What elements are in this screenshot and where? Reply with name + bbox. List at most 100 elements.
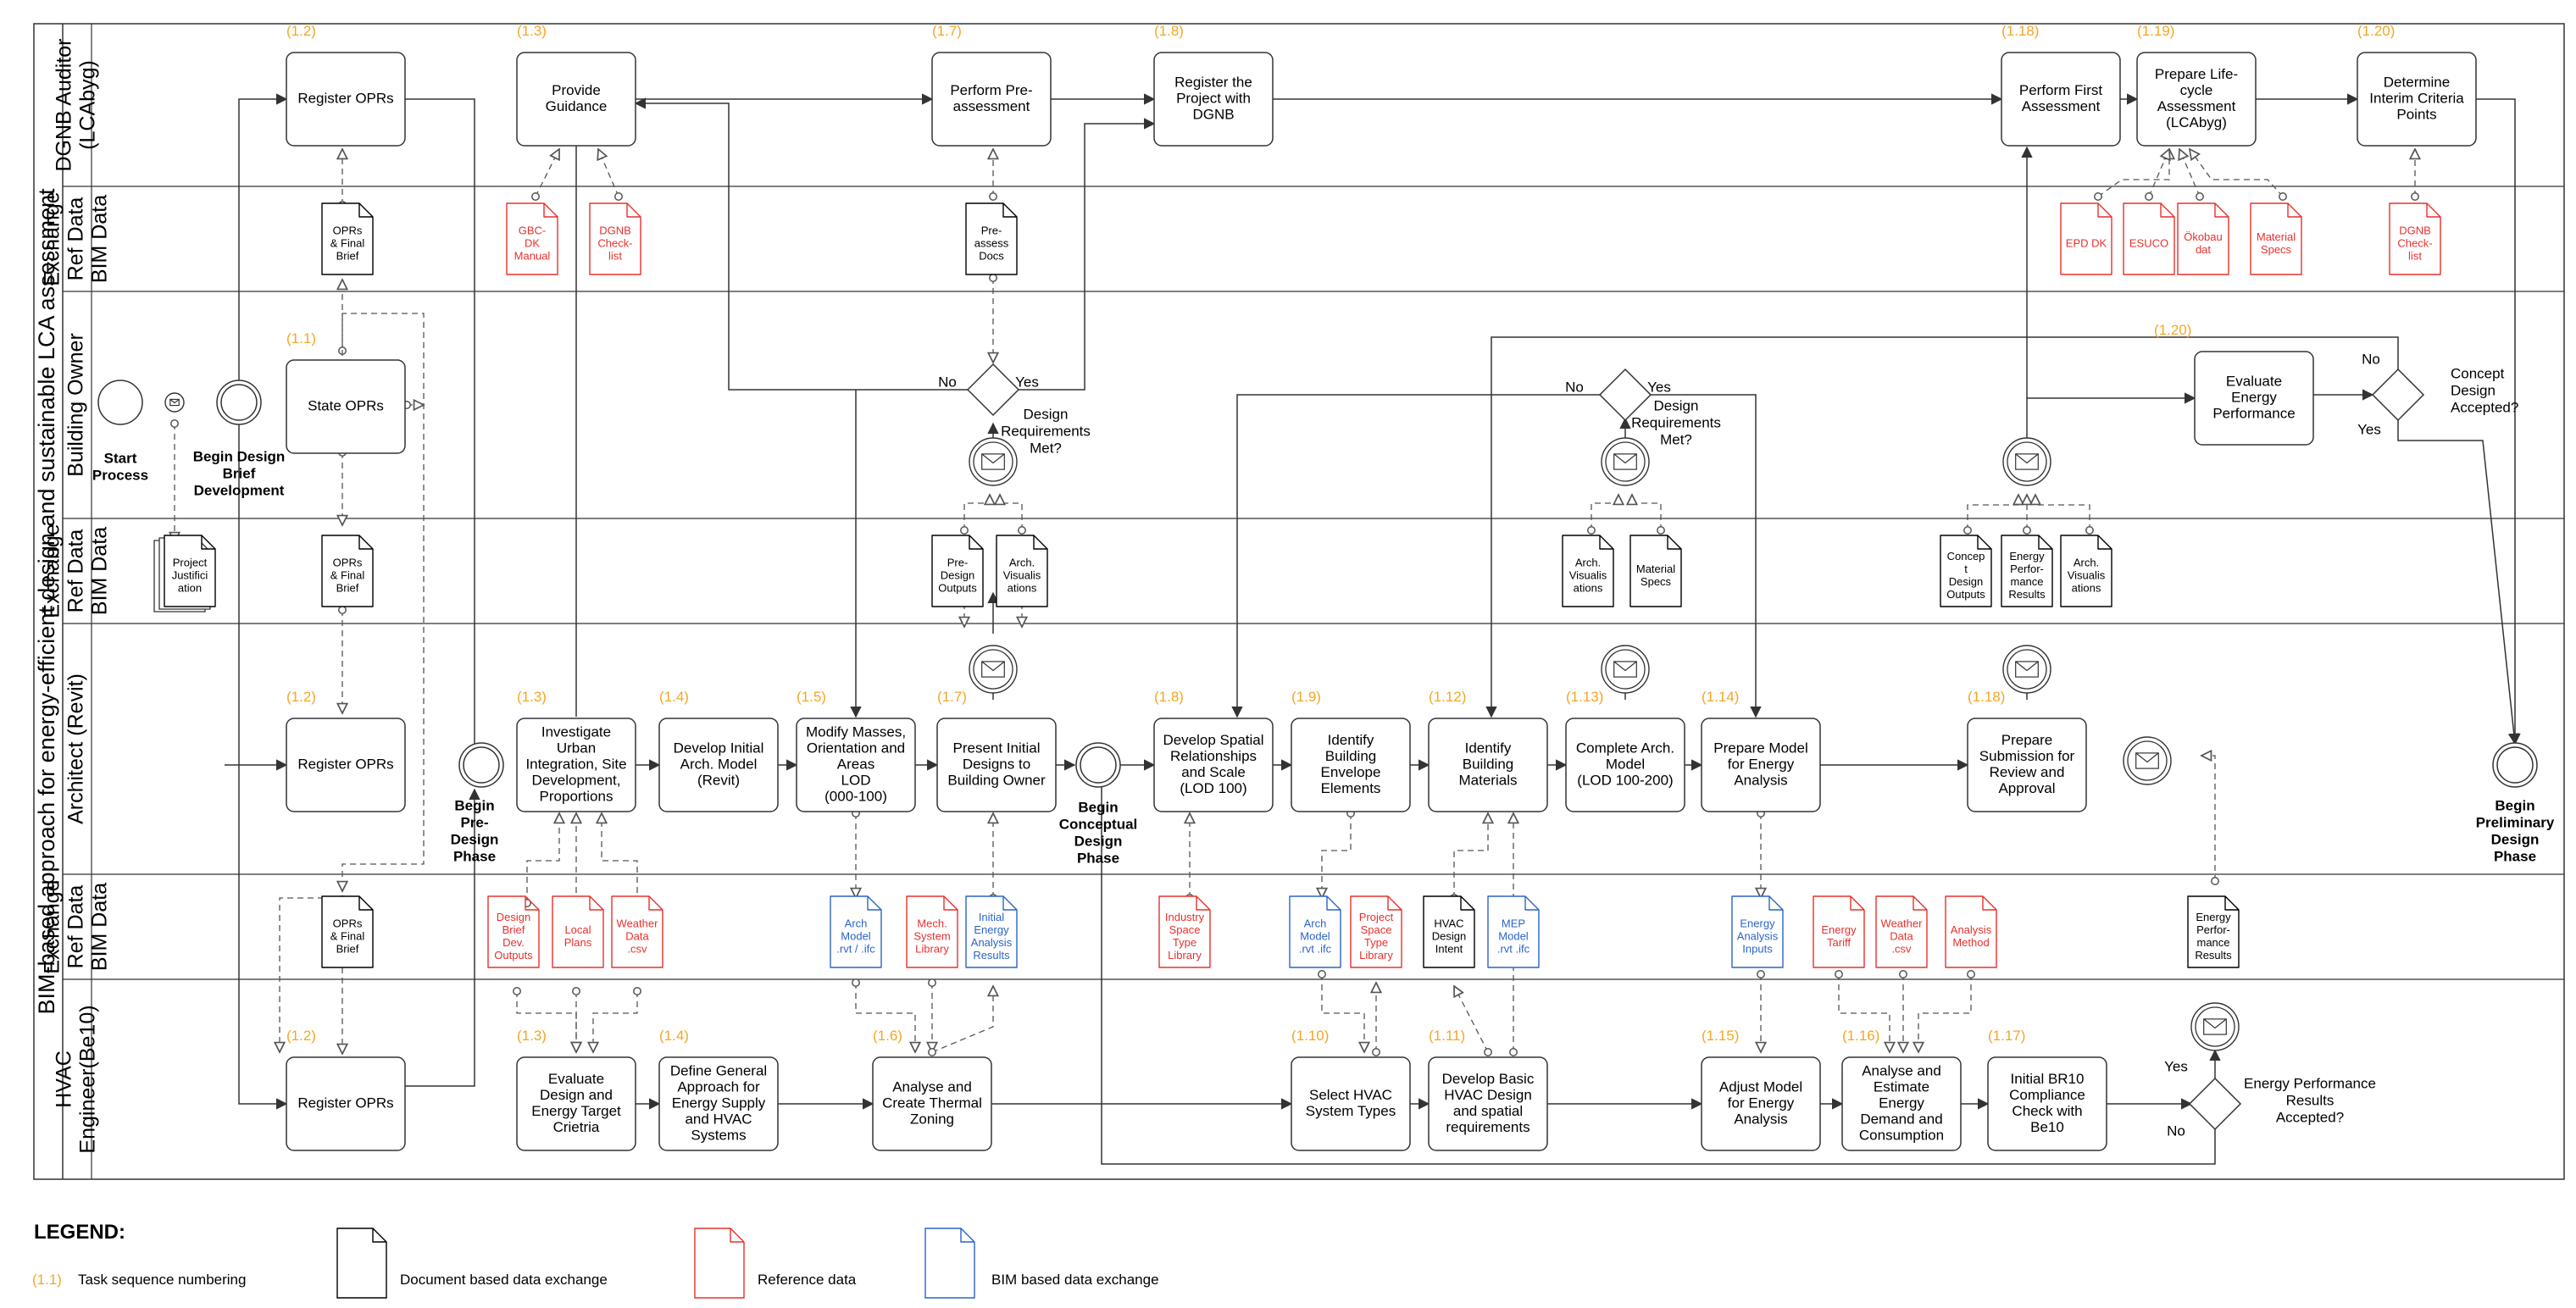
task-box[interactable] <box>1701 1056 1821 1151</box>
event-circle[interactable] <box>216 380 262 425</box>
task-box[interactable] <box>658 1056 779 1151</box>
task-box[interactable] <box>872 1056 992 1151</box>
task-box[interactable] <box>516 718 636 812</box>
event-circle[interactable] <box>2492 742 2538 788</box>
task-box[interactable] <box>658 718 779 812</box>
task-box[interactable] <box>286 52 406 147</box>
task-box[interactable] <box>2136 52 2257 147</box>
data-object-x6[interactable]: ESUCO <box>2123 202 2175 275</box>
task-box[interactable] <box>516 52 636 147</box>
task-d17[interactable]: Perform Pre-assessment(1.7) <box>931 23 1052 147</box>
task-a12[interactable]: Register OPRs(1.2) <box>286 689 406 812</box>
message-event-4[interactable] <box>1601 645 1650 694</box>
task-box[interactable] <box>286 718 406 812</box>
task-box[interactable] <box>1153 52 1274 147</box>
task-box[interactable] <box>2001 52 2121 147</box>
message-event-1[interactable] <box>969 437 1018 486</box>
task-box[interactable] <box>1291 1056 1411 1151</box>
message-event-6[interactable] <box>2002 645 2051 694</box>
task-box[interactable] <box>1291 718 1411 812</box>
message-event-5[interactable] <box>2002 437 2051 486</box>
gateway-diamond[interactable] <box>2188 1077 2242 1131</box>
message-event-3[interactable] <box>1601 437 1650 486</box>
task-box[interactable] <box>1967 718 2087 812</box>
task-box[interactable] <box>1841 1056 1962 1151</box>
message-event-7[interactable] <box>2123 736 2172 785</box>
task-box[interactable] <box>2357 52 2477 147</box>
task-box[interactable] <box>1565 718 1685 812</box>
task-a113[interactable]: Complete Arch.Model(LOD 100-200)(1.13) <box>1565 689 1685 812</box>
task-d12[interactable]: Register OPRs(1.2) <box>286 23 406 147</box>
event-circle[interactable] <box>97 380 143 425</box>
task-box[interactable] <box>931 52 1052 147</box>
task-box[interactable] <box>1701 718 1821 812</box>
message-event-0[interactable] <box>164 392 185 413</box>
gateway-diamond[interactable] <box>2371 368 2425 422</box>
task-box[interactable] <box>2194 351 2314 446</box>
event-circle[interactable] <box>1075 742 1121 788</box>
task-box[interactable] <box>1428 1056 1548 1151</box>
message-event-8[interactable] <box>2190 1002 2240 1051</box>
task-box[interactable] <box>796 718 916 812</box>
task-box[interactable] <box>936 718 1057 812</box>
task-o11[interactable]: State OPRs(1.1) <box>286 330 406 454</box>
task-h12[interactable]: Register OPRs(1.2) <box>286 1028 406 1151</box>
gateway-diamond[interactable] <box>966 363 1020 417</box>
